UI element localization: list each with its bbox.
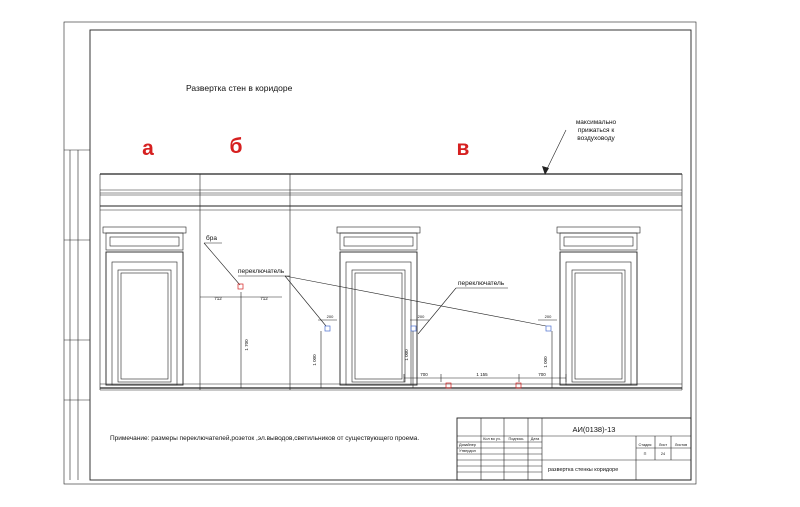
dim-floor-700-left: 700	[420, 372, 428, 377]
door-a	[102, 226, 187, 386]
zone-letter-v: в	[457, 137, 470, 160]
door-c	[556, 226, 641, 386]
switch-marker-2: 200 1 000	[404, 314, 429, 388]
callout-line-2: прижаться к	[578, 127, 615, 134]
switch-marker-3: 200 1 000	[538, 314, 557, 388]
dim-bra-height: 1 700	[244, 339, 249, 351]
dim-floor-1155: 1 155	[476, 372, 488, 377]
dim-left-offset: 712	[214, 296, 222, 301]
stamp-sheet-header: Лист	[659, 443, 668, 447]
stamp-row-designer: Дизайнер	[459, 443, 476, 447]
duct-callout: максимально прижаться к воздуховоду	[542, 119, 617, 175]
stamp-col-header-1: Кол во уч.	[483, 437, 501, 441]
general-note: Примечание: размеры переключателей,розет…	[110, 434, 419, 442]
zone-letter-a: а	[142, 137, 154, 160]
stamp-sheet-title: развертка стенкы коридоре	[548, 467, 618, 473]
socket-marker-1	[445, 382, 452, 389]
dim-switch-offset-1: 200	[327, 314, 334, 319]
door-b	[336, 226, 421, 386]
dim-right-offset: 712	[260, 296, 268, 301]
stamp-stage-header: Стадия	[639, 443, 652, 447]
sconce-marker: бра 712 712 1 700	[200, 234, 282, 388]
wall-elevation	[99, 173, 683, 391]
dim-switch-height-2: 1 000	[404, 349, 409, 361]
stamp-code: АИ(0138)-13	[573, 425, 616, 434]
dim-switch-offset-2: 200	[418, 314, 425, 319]
stamp-sheet-value: 24	[661, 452, 665, 456]
stamp-stage-value: П	[644, 452, 647, 456]
zone-letter-b: б	[230, 135, 243, 158]
dim-switch-offset-3: 200	[545, 314, 552, 319]
drawing-title: Развертка стен в коридоре	[186, 83, 293, 93]
socket-marker-2	[515, 382, 522, 389]
switch-label-2: переключатель	[458, 280, 505, 287]
switch-callout-1: переключатель	[238, 268, 547, 327]
dim-floor-700-right: 700	[538, 372, 546, 377]
dim-switch-height-1: 1 000	[312, 354, 317, 366]
callout-line-3: воздуховоду	[577, 135, 615, 142]
callout-line-1: максимально	[576, 119, 617, 126]
title-block: Кол во уч. Подпись Дата Дизайнер Утверди…	[456, 417, 692, 481]
switch-callout-2: переключатель	[417, 280, 508, 335]
switch-marker-1: 200 1 000	[312, 314, 337, 388]
sconce-label: бра	[206, 234, 217, 242]
dim-switch-height-3: 1 000	[543, 356, 548, 368]
stamp-row-approved: Утвердил	[459, 449, 476, 453]
switch-label-1: переключатель	[238, 268, 285, 275]
stamp-col-header-3: Дата	[531, 437, 540, 441]
stamp-col-header-2: Подпись	[508, 437, 523, 441]
sheet-frame	[63, 21, 697, 485]
floor-dimensions: 700 1 155 700	[403, 372, 567, 389]
stamp-sheets-header: Листов	[675, 443, 687, 447]
